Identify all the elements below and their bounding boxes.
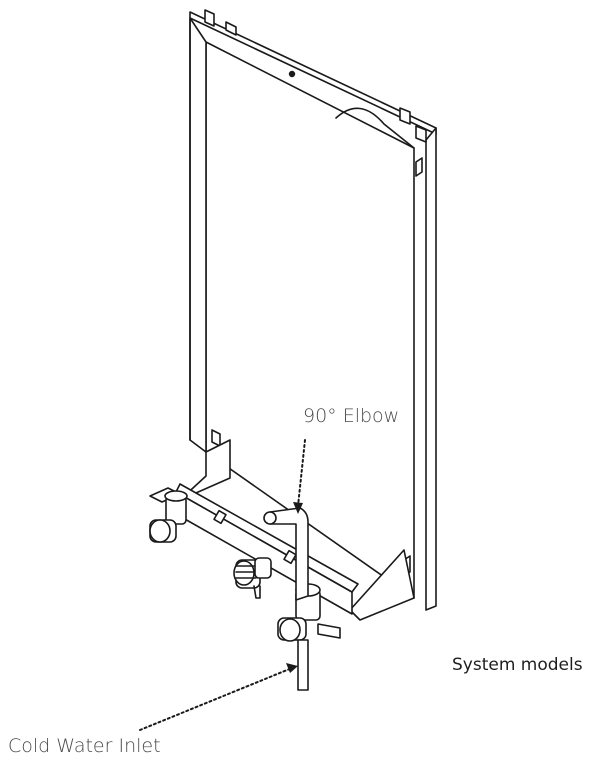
cold-water-pipe: [297, 639, 309, 691]
elbow-leader-line: [297, 439, 306, 507]
cold-water-inlet-label: Cold Water Inlet: [8, 735, 161, 757]
elbow-pipe: [263, 507, 309, 601]
elbow-label: 90° Elbow: [303, 405, 400, 427]
cold-water-arrowhead: [286, 663, 298, 673]
cold-water-leader-line: [139, 667, 293, 731]
elbow-arrowhead: [293, 502, 303, 514]
left-valve: [149, 487, 188, 543]
center-valve: [233, 557, 272, 599]
system-models-label: System models: [452, 655, 583, 675]
mounting-frame: [189, 9, 437, 611]
